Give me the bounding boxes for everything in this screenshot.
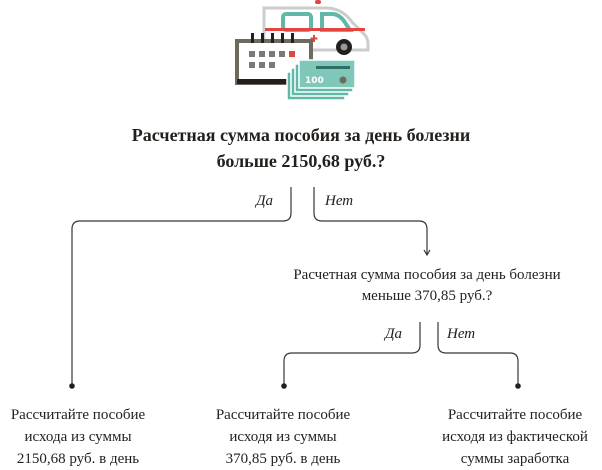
banknotes-icon: 100 — [286, 59, 356, 101]
end-dots — [69, 383, 521, 389]
connector-yes-2 — [283, 322, 421, 385]
question-2-line-2: меньше 370,85 руб.? — [361, 288, 493, 304]
result-2: Рассчитайте пособие исходя из суммы 370,… — [183, 404, 383, 470]
connector-no-1 — [313, 187, 428, 254]
arrow-head-icon — [423, 249, 431, 257]
question-2: Расчетная сумма пособия за день болезни … — [227, 265, 602, 307]
connector-yes-1 — [71, 187, 292, 385]
result-3-line-1: Рассчитайте пособие — [447, 407, 583, 423]
result-3: Рассчитайте пособие исходя из фактическо… — [415, 404, 602, 470]
sick-leave-illustration: 100 — [235, 0, 370, 101]
result-1-line-3: 2150,68 руб. в день — [16, 451, 140, 467]
label-no-2: Нет — [447, 326, 476, 342]
svg-text:100: 100 — [305, 76, 324, 86]
connectors — [71, 187, 519, 385]
label-yes-1: Да — [256, 193, 274, 209]
result-2-line-1: Рассчитайте пособие — [215, 407, 351, 423]
connector-no-2 — [437, 322, 519, 385]
question-1-line-2: больше 2150,68 руб.? — [216, 151, 386, 171]
label-yes-2: Да — [385, 326, 403, 342]
result-2-line-2: исходя из суммы — [229, 429, 337, 445]
question-2-line-1: Расчетная сумма пособия за день болезни — [293, 267, 561, 283]
result-3-line-2: исходя из фактической — [442, 429, 588, 445]
result-1-line-2: исхода из суммы — [24, 429, 132, 445]
result-1: Рассчитайте пособие исхода из суммы 2150… — [0, 404, 178, 470]
question-1-line-1: Расчетная сумма пособия за день болезни — [131, 125, 471, 145]
result-1-line-1: Рассчитайте пособие — [10, 407, 146, 423]
result-3-line-3: суммы заработка — [460, 451, 570, 467]
question-1: Расчетная сумма пособия за день болезни … — [0, 122, 602, 174]
result-2-line-3: 370,85 руб. в день — [225, 451, 341, 467]
label-no-1: Нет — [325, 193, 354, 209]
